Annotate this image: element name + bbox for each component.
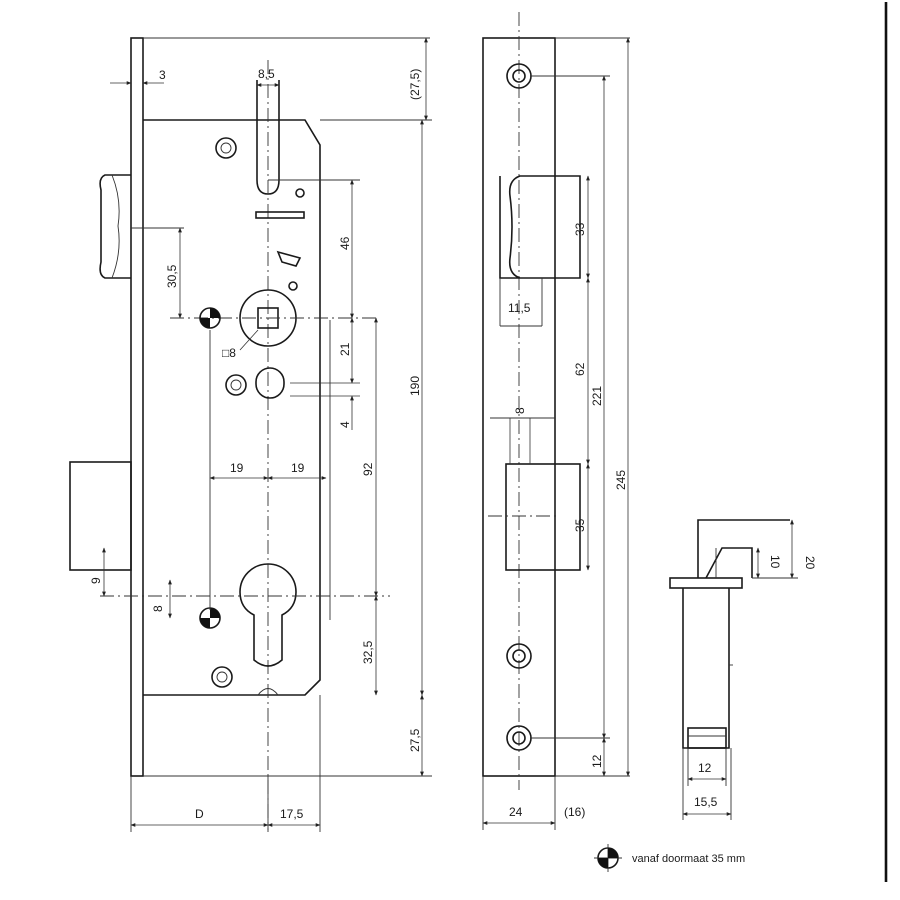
dim-hole-spacing: 221 xyxy=(590,386,604,406)
dim-bolt-offset: 8 xyxy=(513,407,527,414)
dim-tip-height: 20 xyxy=(803,556,817,570)
legend: vanaf doormaat 35 mm xyxy=(594,844,745,872)
dim-left-half: 19 xyxy=(230,461,244,475)
side-latch-bolt xyxy=(499,175,581,279)
forend-plate xyxy=(130,37,144,777)
dim-latch-depth: 11,5 xyxy=(508,301,531,315)
quadrant-circle-icon xyxy=(594,844,622,872)
tumbler-pin xyxy=(288,281,298,291)
dim-deadbolt-gap: 4 xyxy=(338,421,352,428)
side-view: 11,5 33 62 8 35 221 12 245 24 (16) xyxy=(482,12,630,830)
small-slot xyxy=(255,211,305,219)
dim-forend-length: 245 xyxy=(614,470,628,490)
dim-plate-offset: (16) xyxy=(564,805,585,819)
latch-bolt-curve xyxy=(111,174,120,279)
euro-cylinder-cutout xyxy=(239,563,297,667)
dim-inner-width: 12 xyxy=(698,761,712,775)
dim-top-offset: (27,5) xyxy=(408,69,422,100)
dim-spindle-leader xyxy=(239,329,259,351)
dim-overall-height: 190 xyxy=(408,376,422,396)
latch-bolt xyxy=(99,174,131,279)
dim-tip-depth: 10 xyxy=(768,555,782,569)
detail-flange xyxy=(669,577,743,589)
dim-bottom-hole-offset: 12 xyxy=(590,754,604,768)
dim-forend-thickness: 3 xyxy=(159,68,166,82)
lock-case-outline xyxy=(143,119,321,696)
detail-view: 20 10 12 15,5 xyxy=(669,519,817,820)
detail-bottom-block xyxy=(687,727,727,749)
side-deadbolt xyxy=(505,463,581,571)
dim-case-depth: 17,5 xyxy=(280,807,304,821)
screw-top xyxy=(215,137,237,159)
dim-outer-width: 15,5 xyxy=(694,795,718,809)
tumbler-piece xyxy=(276,250,302,267)
side-hole-middle xyxy=(506,643,532,669)
quadrant-marker-lower xyxy=(199,607,221,629)
dim-latch-to-bolt: 62 xyxy=(573,362,587,376)
dim-handle-offset: 30,5 xyxy=(165,264,179,288)
screw-bottom xyxy=(211,666,233,688)
dim-forend-width: 24 xyxy=(509,805,523,819)
detail-latch-bevel xyxy=(705,547,753,579)
dim-cylinder-to-bottom: 32,5 xyxy=(361,640,375,664)
dim-bottom-offset: 27,5 xyxy=(408,728,422,752)
deadbolt xyxy=(69,461,132,571)
dim-latch-to-spindle: 46 xyxy=(338,236,352,250)
dim-backset: D xyxy=(195,807,204,821)
dim-cylinder-offset: 8 xyxy=(151,605,165,612)
detail-body xyxy=(682,588,730,749)
dim-spindle-to-latch: 21 xyxy=(338,342,352,356)
quadrant-marker-upper xyxy=(199,307,221,329)
dim-spindle-square-label: □8 xyxy=(222,346,236,360)
dim-bolt-height: 35 xyxy=(573,518,587,532)
dim-latch-width: 8,5 xyxy=(258,67,275,81)
small-pin xyxy=(295,188,305,198)
bottom-notch xyxy=(257,688,279,696)
dim-strike-bolt: 9 xyxy=(89,577,103,584)
legend-text: vanaf doormaat 35 mm xyxy=(632,853,745,865)
deadbolt-slot xyxy=(255,367,285,399)
dim-right-half: 19 xyxy=(291,461,305,475)
dim-latch-height: 33 xyxy=(573,222,587,236)
screw-middle xyxy=(225,374,247,396)
detail-latch-top xyxy=(697,519,790,578)
front-view: 3 8,5 (27,5) 46 30,5 □8 21 4 190 19 19 9… xyxy=(69,37,432,832)
dim-spindle-to-cylinder: 92 xyxy=(361,462,375,476)
